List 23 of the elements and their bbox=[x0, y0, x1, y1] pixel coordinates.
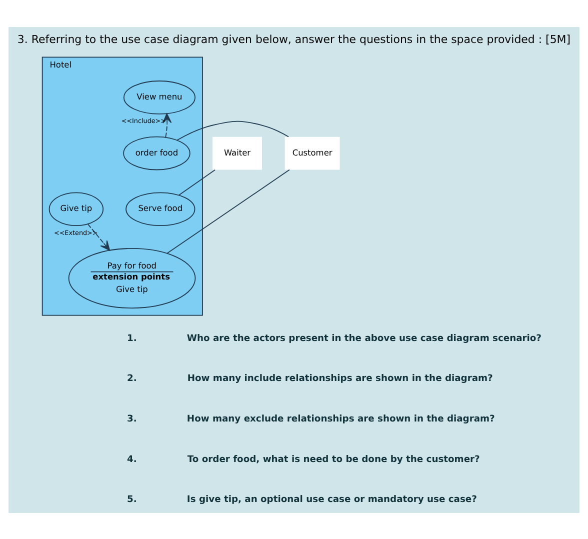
node-ellipse: order food bbox=[123, 136, 190, 170]
label: 1. bbox=[126, 333, 137, 344]
label: Who are the actors present in the above use case diagram scenario? bbox=[186, 333, 542, 344]
connector bbox=[178, 168, 216, 196]
node-box: Customer bbox=[284, 136, 340, 170]
label: 4. bbox=[126, 454, 137, 464]
label: 5. bbox=[126, 494, 137, 505]
node-ellipse: Serve food bbox=[126, 192, 196, 226]
connector bbox=[166, 168, 290, 254]
label: 2. bbox=[126, 374, 137, 384]
label: How many exclude relationships are shown in the diagram? bbox=[186, 414, 495, 424]
label: Is give tip, an optional use case or mandatory use case? bbox=[186, 494, 477, 505]
node-ellipse: Pay for food extension points Give tip bbox=[68, 247, 196, 308]
connector bbox=[176, 120, 289, 140]
diagram-title: 3. Referring to the use case diagram given below, answer the questions in the space provided : [5M] bbox=[17, 32, 571, 46]
arrow bbox=[88, 223, 110, 250]
label: How many include relationships are shown in the diagram? bbox=[187, 374, 493, 384]
arrow bbox=[162, 112, 172, 138]
label: 3. bbox=[126, 414, 137, 424]
node-ellipse: View menu bbox=[123, 80, 196, 114]
node-box: Waiter bbox=[212, 136, 262, 170]
node-ellipse: Give tip bbox=[48, 192, 104, 226]
label: To order food, what is need to be done by the customer? bbox=[187, 454, 480, 464]
